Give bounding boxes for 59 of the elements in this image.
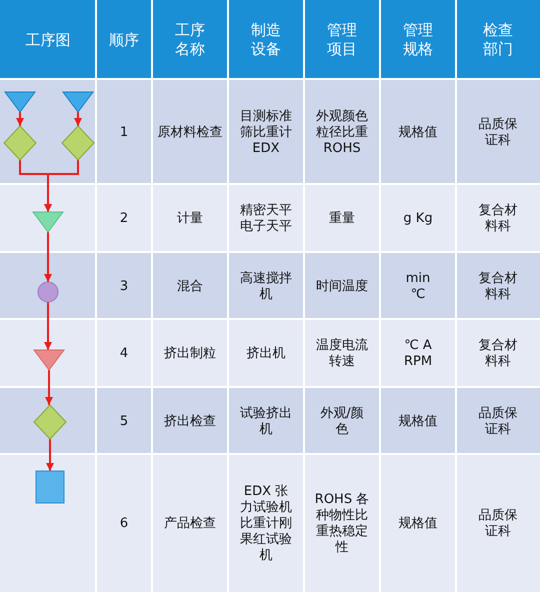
inspection-department: 复合材料科 [478, 203, 518, 235]
control-item: 温度电流转速 [315, 338, 369, 370]
equipment-list: 试验挤出机 [238, 406, 294, 438]
arrow [45, 370, 53, 405]
decision-diamond [33, 404, 67, 440]
triangle-symbol [4, 92, 36, 113]
arrow [16, 112, 24, 126]
step-number: 3 [120, 278, 128, 294]
step-number: 4 [120, 346, 128, 362]
triangle-symbol [32, 212, 64, 233]
arrow [46, 439, 54, 471]
step-number: 6 [120, 516, 128, 532]
control-item: 重量 [329, 211, 355, 227]
control-item: 时间温度 [316, 278, 368, 294]
inspection-department: 品质保证科 [478, 406, 518, 438]
column-header: 检查部门 [482, 21, 514, 59]
process-name: 混合 [177, 278, 203, 294]
column-header: 工序名称 [174, 21, 206, 59]
step-number: 1 [120, 124, 128, 140]
process-name: 挤出检查 [164, 414, 216, 430]
step-number: 2 [120, 211, 128, 227]
column-header: 工序图 [26, 30, 70, 50]
document-box [36, 470, 64, 504]
column-header: 制造设备 [250, 21, 282, 59]
equipment-list: 高速搅拌机 [238, 270, 294, 302]
arrow [44, 302, 52, 350]
column-header: 管理规格 [402, 21, 434, 59]
equipment-list: 精密天平电子天平 [238, 203, 294, 235]
step-number: 5 [120, 414, 128, 430]
process-name: 挤出制粒 [164, 346, 216, 362]
control-spec: 规格值 [398, 516, 438, 532]
process-name: 产品检查 [164, 516, 216, 532]
control-item: 外观颜色粒径比重 ROHS [315, 108, 369, 156]
arrow [74, 112, 82, 126]
equipment-list: EDX 张力试验机比重计刚果红试验机 [238, 484, 294, 564]
equipment-list: 目测标准筛比重计 EDX [238, 108, 294, 156]
triangle-symbol [62, 92, 94, 113]
inspection-department: 复合材料科 [478, 338, 518, 370]
control-item: ROHS 各种物性比重热稳定性 [314, 492, 370, 556]
process-circle [38, 282, 58, 302]
process-name: 原材料检查 [158, 124, 222, 140]
triangle-symbol [33, 350, 65, 371]
control-spec: min ℃ [404, 270, 432, 302]
decision-diamond [3, 125, 37, 161]
control-spec: ℃ A RPM [402, 338, 434, 370]
column-header: 管理项目 [326, 21, 358, 59]
equipment-list: 挤出机 [246, 346, 286, 362]
control-item: 外观/颜色 [319, 406, 365, 438]
control-spec: g Kg [403, 211, 433, 227]
decision-diamond [61, 125, 95, 161]
arrow [44, 232, 52, 282]
inspection-department: 复合材料科 [478, 270, 518, 302]
column-header: 顺序 [109, 30, 139, 50]
inspection-department: 品质保证科 [478, 508, 518, 540]
inspection-department: 品质保证科 [478, 116, 518, 148]
process-name: 计量 [177, 211, 203, 227]
control-spec: 规格值 [398, 414, 438, 430]
arrow [19, 160, 52, 212]
control-spec: 规格值 [398, 124, 438, 140]
